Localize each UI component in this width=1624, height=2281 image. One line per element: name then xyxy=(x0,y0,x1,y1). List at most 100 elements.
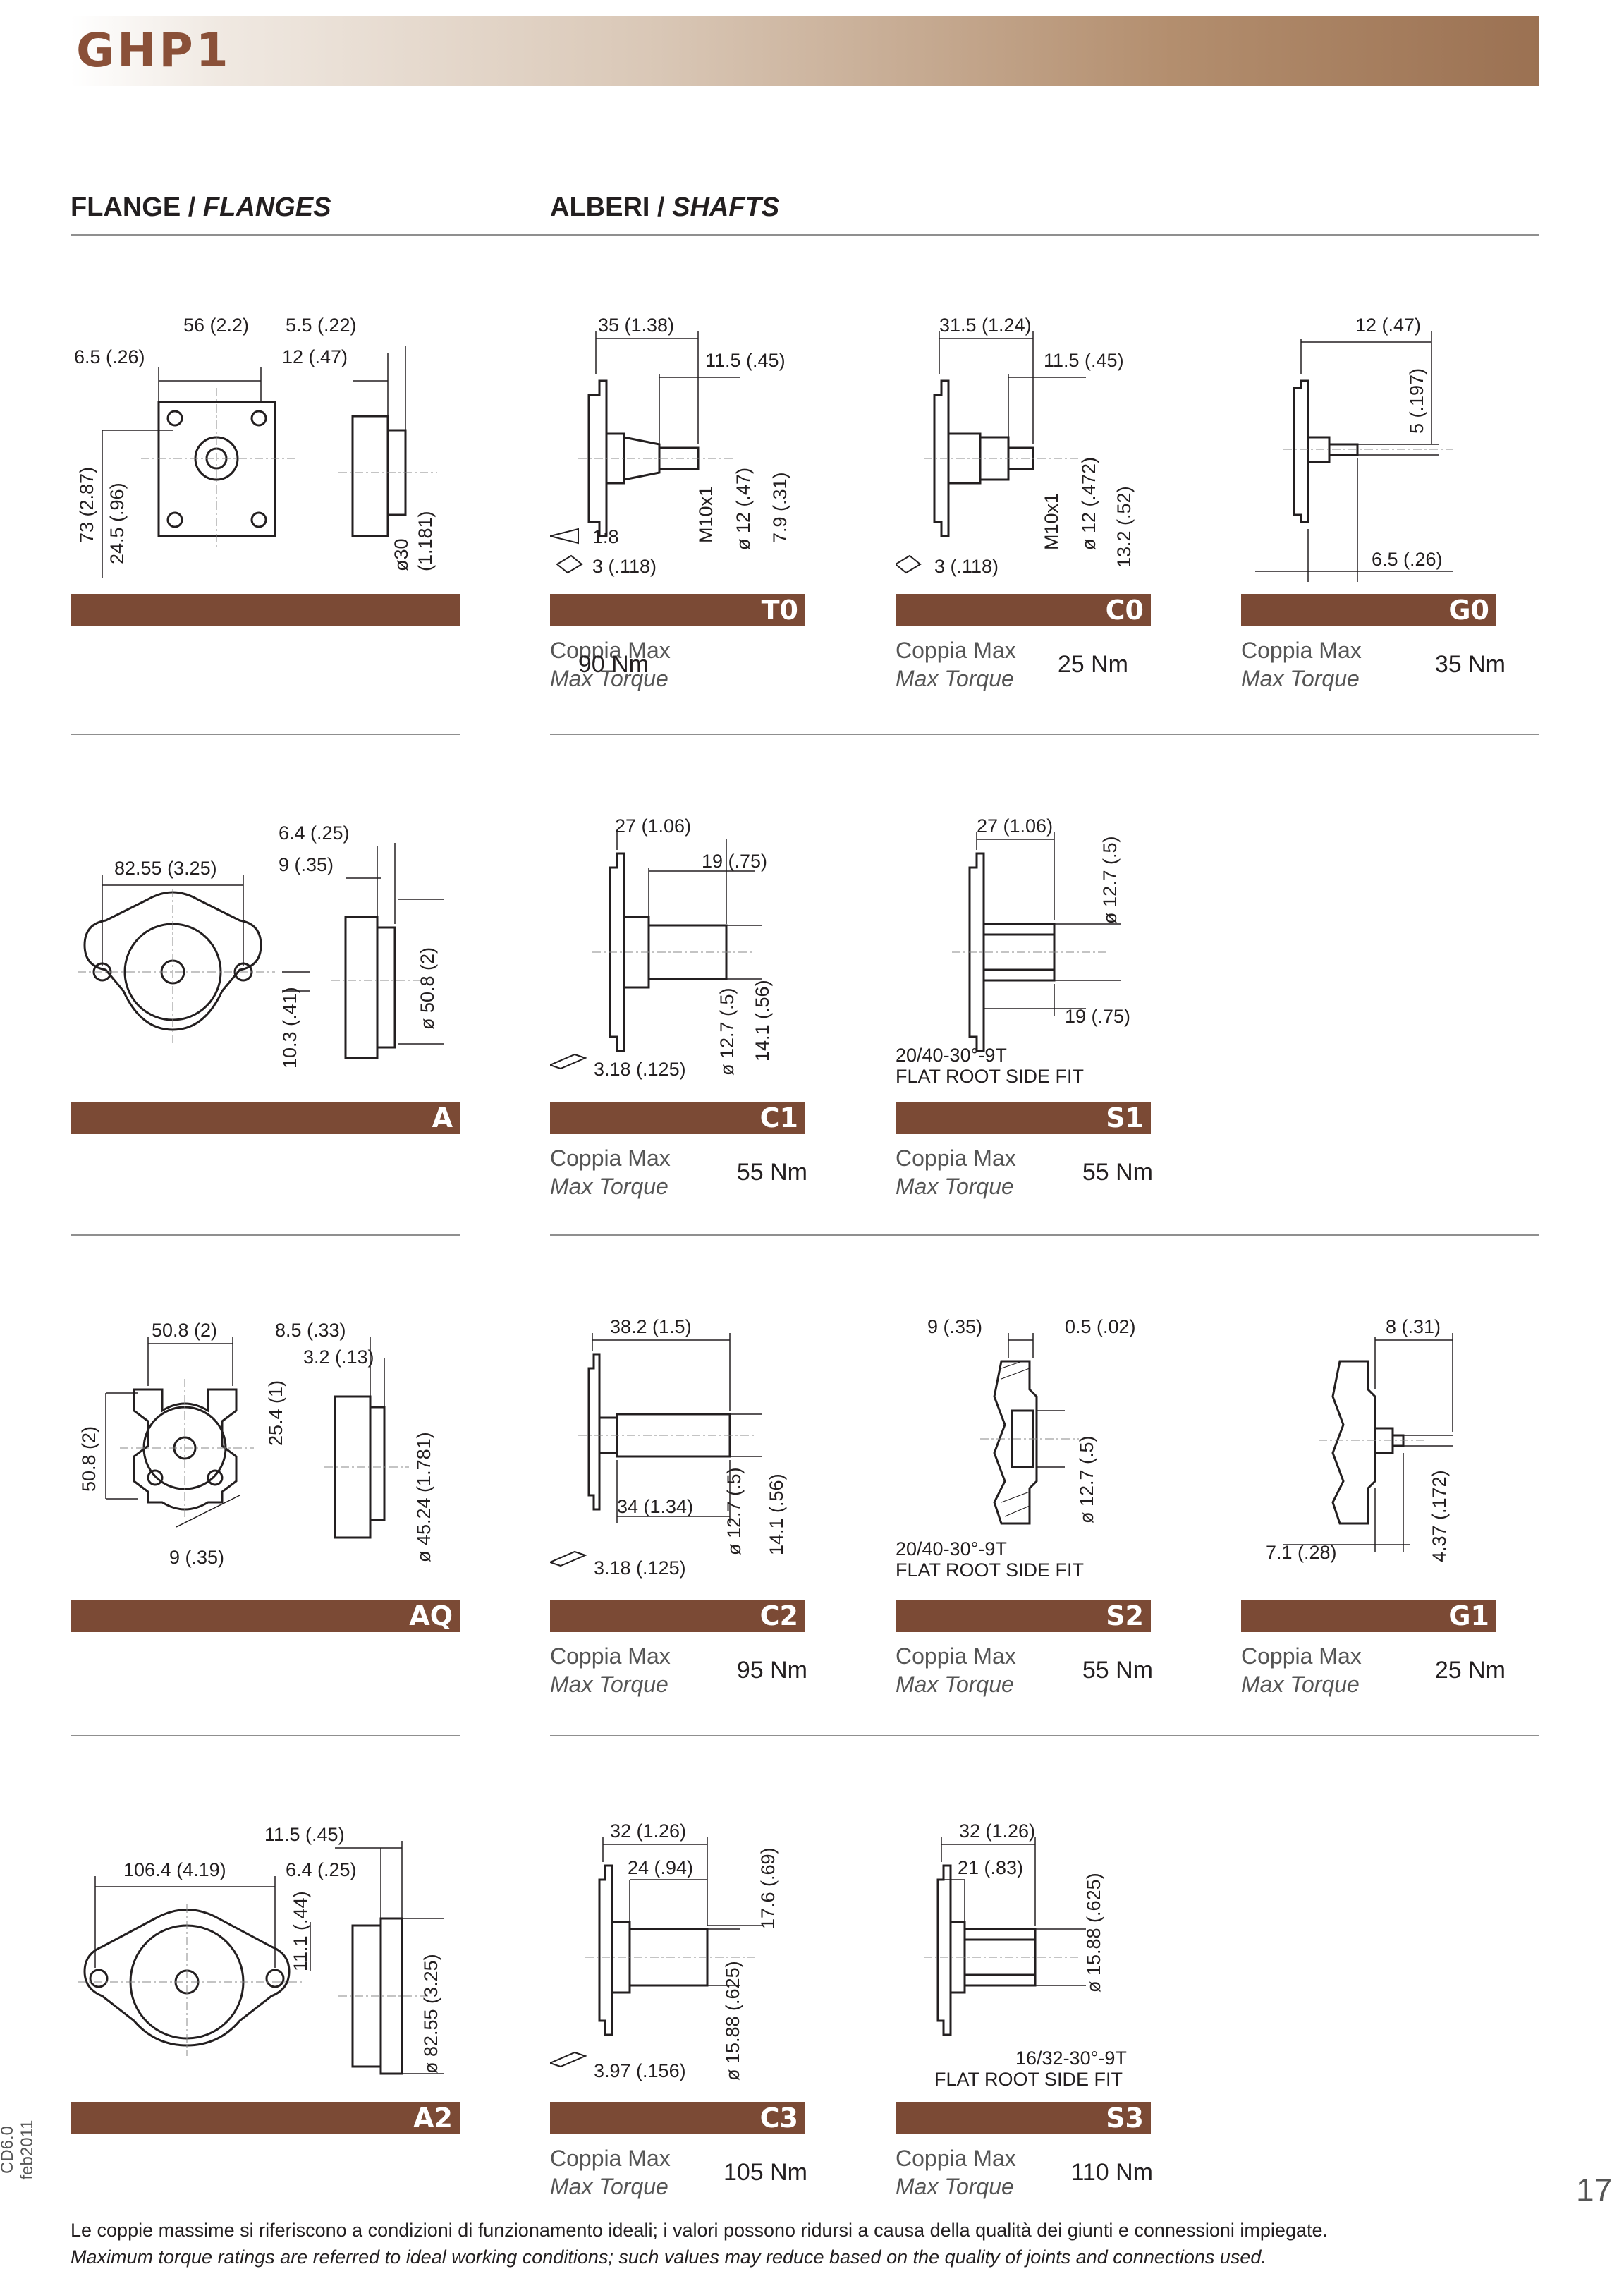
dim-label: 11.5 (.45) xyxy=(264,1824,345,1845)
dim-label: 32 (1.26) xyxy=(610,1820,686,1842)
torque-label-en: Max Torque xyxy=(896,666,1014,691)
flange-code: A xyxy=(432,1102,453,1133)
row-rule xyxy=(550,1234,1539,1236)
torque-label-en: Max Torque xyxy=(1241,1672,1360,1697)
row-rule xyxy=(71,1234,460,1236)
torque-value: 35 Nm xyxy=(1434,651,1506,678)
dim-label: 11.5 (.45) xyxy=(705,350,786,371)
flange-code-bar-a2: A2 xyxy=(71,2102,460,2134)
flange-code-bar xyxy=(71,594,460,626)
heading-separator: / xyxy=(188,193,196,222)
dim-label: 11.5 (.45) xyxy=(1044,350,1124,371)
dim-label: 16/32-30°-9T xyxy=(1015,2048,1127,2069)
torque-c2: Coppia Max Max Torque 95 Nm xyxy=(550,1642,846,1705)
dim-label: 3.18 (.125) xyxy=(594,1557,686,1579)
shaft-code: C2 xyxy=(759,1600,798,1631)
dim-label: FLAT ROOT SIDE FIT xyxy=(934,2069,1123,2090)
document-code: CD6.0 feb2011 xyxy=(0,2119,37,2180)
shaft-code-bar-c3: C3 xyxy=(550,2102,805,2134)
dim-label: 38.2 (1.5) xyxy=(610,1316,692,1337)
torque-value: 95 Nm xyxy=(736,1657,807,1684)
flange-drawing-a: 6.4 (.25) 82.55 (3.25) 9 (.35) ø 50.8 (2… xyxy=(78,822,444,1069)
torque-label-it: Coppia Max xyxy=(550,638,671,663)
footer-note-it: Le coppie massime si riferiscono a condi… xyxy=(71,2220,1329,2241)
torque-label-it: Coppia Max xyxy=(550,1643,671,1669)
flanges-heading: FLANGE / FLANGES xyxy=(71,192,331,223)
dim-label: 27 (1.06) xyxy=(615,815,691,837)
torque-value: 90 Nm xyxy=(578,651,649,678)
dim-label: 1:8 xyxy=(592,526,619,547)
dim-label: 14.1 (.56) xyxy=(766,1473,787,1555)
torque-label-it: Coppia Max xyxy=(896,1145,1016,1171)
torque-label-en: Max Torque xyxy=(550,2174,668,2199)
shaft-code-bar-t0: T0 xyxy=(550,594,805,626)
dim-label: 50.8 (2) xyxy=(78,1426,99,1492)
torque-t0: Coppia Max Max Torque 90 Nm xyxy=(550,636,846,700)
torque-label-en: Max Torque xyxy=(550,1174,668,1199)
shaft-code: T0 xyxy=(761,595,798,626)
row-rule xyxy=(71,734,460,735)
flange-code-bar-a: A xyxy=(71,1102,460,1134)
torque-label-en: Max Torque xyxy=(896,2174,1014,2199)
dim-label: ø30 xyxy=(391,538,412,571)
shaft-drawing-s3: 32 (1.26) 21 (.83) ø 15.88 (.625) 16/32-… xyxy=(924,1820,1127,2090)
dim-label: ø 15.88 (.625) xyxy=(722,1961,743,2081)
torque-g1: Coppia Max Max Torque 25 Nm xyxy=(1241,1642,1537,1705)
torque-label-it: Coppia Max xyxy=(550,1145,671,1171)
torque-label-it: Coppia Max xyxy=(896,638,1016,663)
dim-label: 106.4 (4.19) xyxy=(123,1859,226,1880)
dim-label: 20/40-30°-9T xyxy=(896,1045,1007,1066)
torque-label-it: Coppia Max xyxy=(1241,1643,1362,1669)
flanges-heading-it: FLANGE xyxy=(71,193,181,222)
dim-label: ø 12.7 (.5) xyxy=(716,987,738,1076)
dim-label: 4.37 (.172) xyxy=(1429,1470,1450,1562)
flange-code: A2 xyxy=(413,2103,453,2134)
torque-c3: Coppia Max Max Torque 105 Nm xyxy=(550,2144,846,2208)
dim-label: 27 (1.06) xyxy=(977,815,1053,837)
shaft-drawing-g0: 12 (.47) 5 (.197) 6.5 (.26) xyxy=(1255,315,1453,582)
dim-label: M10x1 xyxy=(695,486,716,543)
dim-label: 10.3 (.41) xyxy=(279,987,300,1069)
dim-label: 17.6 (.69) xyxy=(757,1847,779,1929)
shaft-code: C1 xyxy=(759,1102,798,1133)
dim-label: ø 12.7 (.5) xyxy=(1099,836,1121,924)
shaft-drawing-s1: 27 (1.06) ø 12.7 (.5) 19 (.75) 20/40-30°… xyxy=(896,815,1130,1087)
dim-label: 5.5 (.22) xyxy=(286,315,357,336)
dim-label: FLAT ROOT SIDE FIT xyxy=(896,1559,1084,1581)
flange-drawing-row1: 6.5 (.26) 56 (2.2) 5.5 (.22) 12 (.47) 73… xyxy=(74,315,437,578)
dim-label: 3 (.118) xyxy=(934,556,999,577)
torque-label-it: Coppia Max xyxy=(896,1643,1016,1669)
torque-value: 55 Nm xyxy=(1082,1657,1153,1684)
shafts-heading-it: ALBERI xyxy=(550,193,650,222)
torque-label-en: Max Torque xyxy=(550,1672,668,1697)
shaft-code: C3 xyxy=(759,2103,798,2134)
shaft-code: S2 xyxy=(1106,1600,1144,1631)
heading-rule xyxy=(71,234,1539,236)
torque-value: 25 Nm xyxy=(1057,651,1128,678)
dim-label: (1.181) xyxy=(415,511,436,571)
shaft-code-bar-c0: C0 xyxy=(896,594,1151,626)
dim-label: 35 (1.38) xyxy=(598,315,674,336)
flange-drawing-a2: 11.5 (.45) 106.4 (4.19) 6.4 (.25) 11.1 (… xyxy=(78,1824,444,2075)
dim-label: ø 12 (.47) xyxy=(733,468,754,550)
flange-code: AQ xyxy=(409,1600,453,1631)
torque-value: 55 Nm xyxy=(1082,1159,1153,1186)
shaft-code-bar-g0: G0 xyxy=(1241,594,1496,626)
shaft-code-bar-s2: S2 xyxy=(896,1600,1151,1632)
dim-label: 6.5 (.26) xyxy=(1372,549,1443,570)
footer-note-en: Maximum torque ratings are referred to i… xyxy=(71,2246,1266,2268)
dim-label: 13.2 (.52) xyxy=(1113,486,1135,568)
dim-label: M10x1 xyxy=(1041,493,1062,550)
torque-label-it: Coppia Max xyxy=(896,2146,1016,2171)
shaft-code-bar-s1: S1 xyxy=(896,1102,1151,1134)
shaft-code-bar-c1: C1 xyxy=(550,1102,805,1134)
dim-label: 31.5 (1.24) xyxy=(939,315,1032,336)
row-rule xyxy=(71,1735,460,1736)
flanges-heading-en: FLANGES xyxy=(202,193,331,222)
dim-label: 9 (.35) xyxy=(169,1547,224,1568)
torque-label-en: Max Torque xyxy=(896,1174,1014,1199)
row-rule xyxy=(550,1735,1539,1736)
torque-label-en: Max Torque xyxy=(896,1672,1014,1697)
dim-label: 9 (.35) xyxy=(927,1316,982,1337)
shaft-code: C0 xyxy=(1105,595,1144,626)
